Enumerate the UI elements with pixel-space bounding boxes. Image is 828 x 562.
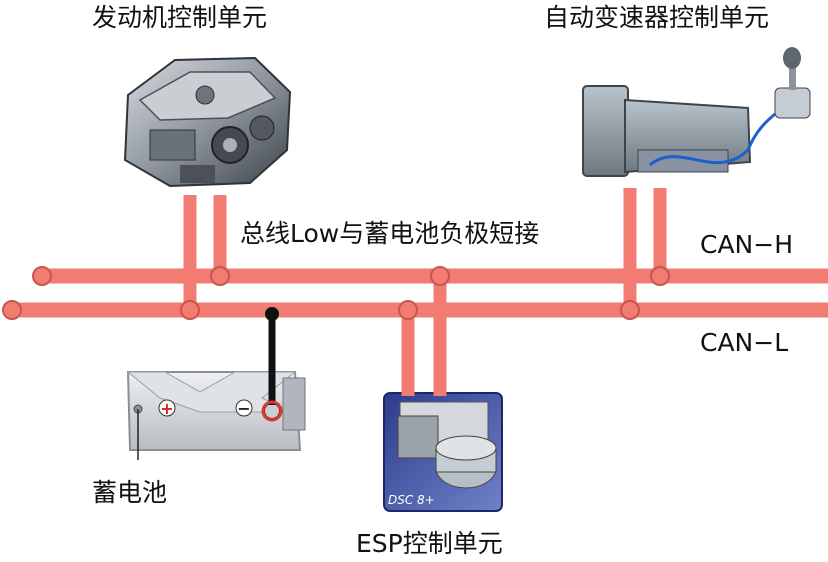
esp-badge-label: DSC 8+ bbox=[388, 493, 435, 507]
transmission-can-h-node bbox=[650, 266, 670, 286]
engine-can-h-node bbox=[210, 266, 230, 286]
can-l-end-node bbox=[2, 300, 22, 320]
short-circuit-wire bbox=[261, 307, 283, 422]
engine-icon bbox=[123, 56, 292, 188]
esp-ecu-label: ESP控制单元 bbox=[356, 529, 503, 558]
battery-negative-label: − bbox=[237, 399, 250, 418]
esp-can-h-node bbox=[430, 266, 450, 286]
esp-bus-leads bbox=[401, 276, 447, 396]
can-h-end-node bbox=[32, 266, 52, 286]
transmission-bus-leads bbox=[623, 188, 667, 310]
transmission-icon bbox=[582, 47, 811, 177]
bus-junctions bbox=[2, 266, 670, 320]
battery-icon bbox=[126, 371, 306, 460]
can-h-label: CAN−H bbox=[700, 230, 794, 259]
fault-label: 总线Low与蓄电池负极短接 bbox=[240, 219, 540, 248]
engine-bus-leads bbox=[183, 195, 227, 310]
esp-module-icon bbox=[383, 392, 503, 512]
engine-can-l-node bbox=[180, 300, 200, 320]
esp-can-l-node bbox=[398, 300, 418, 320]
can-l-label: CAN−L bbox=[700, 328, 789, 357]
transmission-ecu-label: 自动变速器控制单元 bbox=[544, 3, 770, 32]
battery-positive-label: + bbox=[160, 399, 173, 418]
transmission-can-l-node bbox=[620, 300, 640, 320]
engine-ecu-label: 发动机控制单元 bbox=[92, 3, 268, 32]
battery-label: 蓄电池 bbox=[92, 478, 168, 507]
